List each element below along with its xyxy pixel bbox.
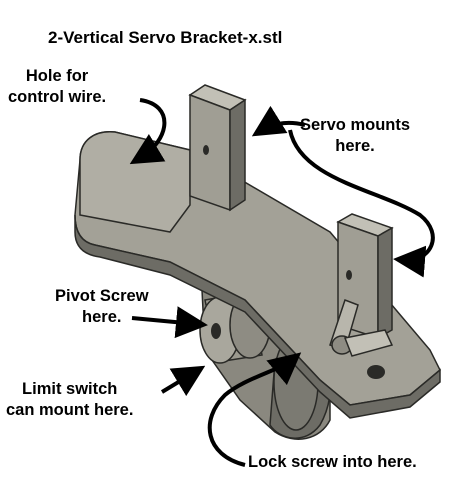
hole-label-line1: Hole for [25,67,89,85]
lock-arrow [207,352,302,467]
pivot-label-line1: Pivot Screw [55,287,149,305]
limit-arrow [160,365,206,397]
limit-label-line2: can mount here. [6,400,134,419]
left-servo-post [188,84,247,212]
lock-latch [329,299,394,379]
servo-label: Servo mounts here. [300,115,410,156]
limit-label-line1: Limit switch [22,380,118,398]
hole-label: Hole for control wire. [8,66,106,107]
pivot-label: Pivot Screw here. [55,286,149,327]
pivot-arrow [131,306,208,339]
lock-label: Lock screw into here. [248,453,417,471]
pivot-label-line2: here. [82,307,122,326]
servo-arrow-left [251,105,306,137]
page-title: 2-Vertical Servo Bracket-x.stl [48,28,283,47]
hole-label-line2: control wire. [8,87,107,106]
wire-tab [79,131,191,233]
servo-label-line1: Servo mounts [300,116,411,134]
hole-arrow [129,98,167,165]
servo-arrow-right [288,129,435,278]
limit-label: Limit switch can mount here. [6,379,133,420]
servo-label-line2: here. [335,136,375,155]
